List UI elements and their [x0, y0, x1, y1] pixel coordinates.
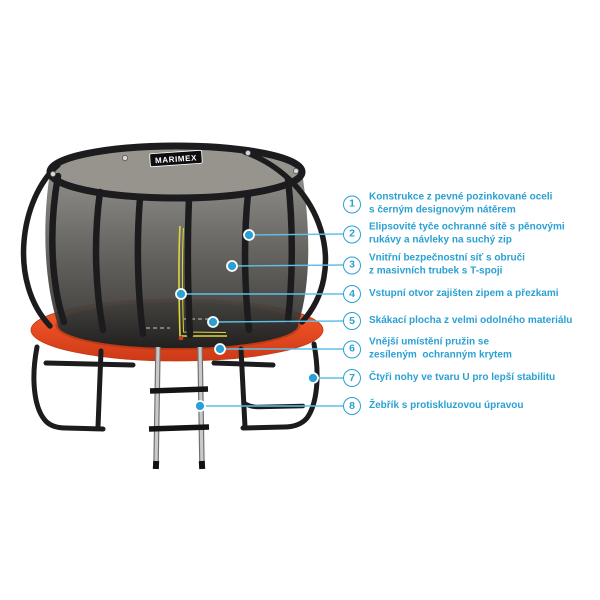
callout-text-7: Čtyři nohy ve tvaru U pro lepší stabilit…	[369, 371, 556, 383]
leader-line-5	[212, 320, 344, 323]
callout-text-5: Skákací plocha z velmi odolného materiál…	[369, 314, 573, 326]
anchor-dot-7	[307, 372, 319, 384]
net-interior	[50, 146, 302, 198]
anchor-dots	[175, 229, 319, 412]
callout-text-6: Vnější umístění pružin se zesíleným ochr…	[369, 336, 512, 361]
callout-number-1: 1	[343, 195, 361, 213]
callout-text-1: Konstrukce z pevné pozinkované oceli s č…	[369, 191, 553, 216]
callout-item-1: 1 Konstrukce z pevné pozinkované oceli s…	[343, 192, 552, 217]
ladder-steps	[148, 386, 210, 432]
callout-number-3: 3	[343, 256, 361, 274]
callout-item-6: 6 Vnější umístění pružin se zesíleným oc…	[343, 337, 512, 362]
mat-stitching	[146, 318, 210, 329]
outer-poles	[20, 149, 329, 329]
callout-number-4: 4	[343, 285, 361, 303]
leader-line-2	[248, 233, 344, 236]
marimex-logo-label: MARIMEX	[149, 149, 203, 168]
callout-number-6: 6	[343, 340, 361, 358]
callout-number-2: 2	[343, 225, 361, 243]
callout-item-4: 4 Vstupní otvor zajišten zipem a přezkam…	[343, 285, 559, 303]
callout-number-7: 7	[343, 369, 361, 387]
anchor-dot-5	[207, 316, 219, 328]
zipper	[178, 225, 227, 337]
ladder-feet	[152, 460, 206, 470]
callout-item-2: 2 Elipsovité tyče ochranné sítě s pěnový…	[343, 222, 565, 247]
anchor-dot-4	[175, 288, 187, 300]
callout-text-2: Elipsovité tyče ochranné sítě s pěnovými…	[369, 221, 565, 246]
callout-text-3: Vnitřní bezpečnostní síť s obruči z masi…	[369, 252, 525, 277]
callout-item-8: 8 Žebřík s protiskluzovou úpravou	[343, 397, 523, 415]
callout-text-8: Žebřík s protiskluzovou úpravou	[369, 399, 524, 411]
callout-number-5: 5	[343, 312, 361, 330]
callout-item-3: 3 Vnitřní bezpečnostní síť s obruči z ma…	[343, 253, 525, 278]
anchor-dot-2	[243, 229, 255, 241]
safety-net	[45, 172, 309, 348]
anchor-dot-6	[214, 343, 226, 355]
callout-item-5: 5 Skákací plocha z velmi odolného materi…	[343, 312, 572, 330]
callout-item-7: 7 Čtyři nohy ve tvaru U pro lepší stabil…	[343, 369, 555, 387]
anchor-dot-3	[226, 260, 238, 272]
marimex-logo-text: MARIMEX	[155, 153, 198, 165]
callout-text-4: Vstupní otvor zajišten zipem a přezkami	[369, 287, 559, 299]
zipper-pull	[178, 335, 184, 341]
ring-joint-caps	[50, 150, 299, 177]
callout-number-8: 8	[343, 397, 361, 415]
leader-lines	[181, 233, 344, 407]
leader-line-3	[231, 264, 344, 267]
anchor-dot-8	[194, 400, 206, 412]
